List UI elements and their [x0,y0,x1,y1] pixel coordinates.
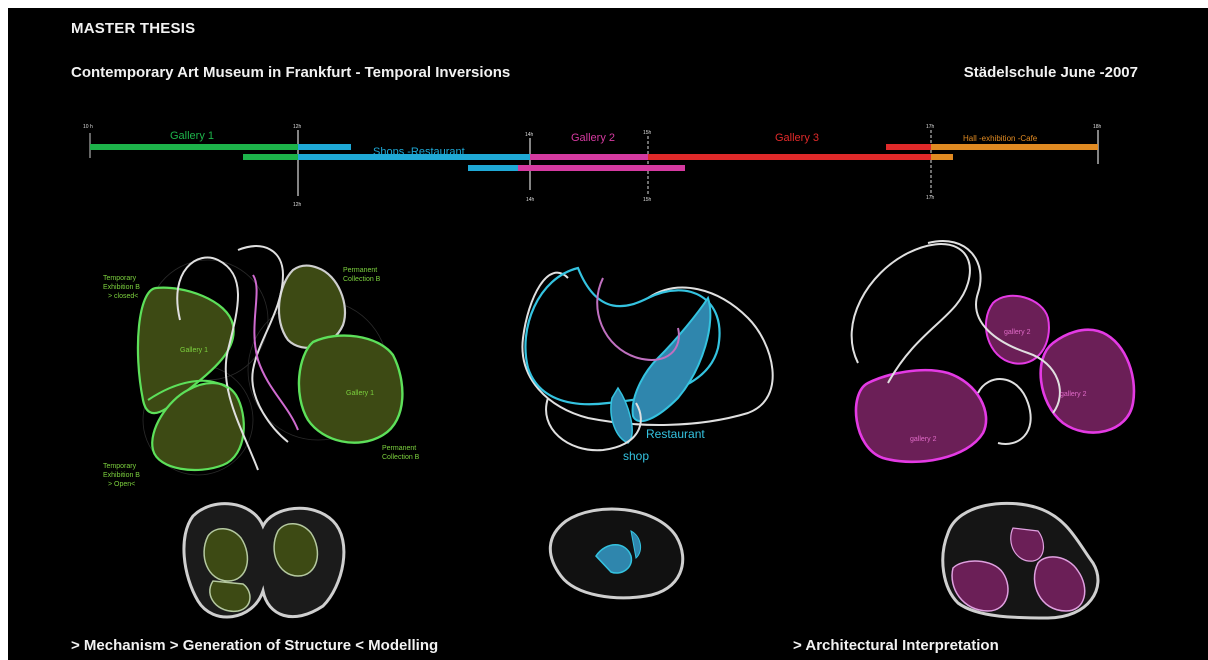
label-gallery1-b: Gallery 1 [346,390,374,397]
label-temp-closed-2: Exhibition B [103,284,140,291]
blob-restaurant [631,295,712,423]
label-perm-top-2: Collection B [343,276,381,283]
model2-shape-2 [630,530,642,559]
model-shops [548,507,685,600]
label-shops: Shops -Restaurant [373,146,465,158]
footer-mechanism: > Mechanism > Generation of Structure < … [71,637,439,654]
loop-white-big [521,271,774,426]
label-temp-open-1: Temporary [103,463,137,470]
strand-white-1 [176,256,259,471]
board-title: MASTER THESIS [71,20,196,37]
label-g2-left: gallery 2 [910,436,937,443]
blob-temp-exhibition-bottom [151,382,245,472]
label-gallery1: Gallery 1 [170,130,214,142]
label-restaurant: Restaurant [646,427,705,441]
bar-shops-second [298,154,530,160]
label-hall: Hall -exhibition -Cafe [963,134,1038,143]
label-perm-bottom-2: Collection B [382,454,420,461]
strand-green [147,379,229,401]
board-subtitle: Contemporary Art Museum in Frankfurt - T… [71,64,511,81]
label-temp-closed-3: > closed< [108,293,138,300]
board-date: Städelschule June -2007 [963,64,1138,81]
bar-shops-main [298,144,351,150]
loop-pink [596,277,680,361]
label-g2-right: gallery 2 [1060,391,1087,398]
tick-bottom-12: 12h [293,202,302,208]
bar-hall-second [931,154,953,160]
model3-pod-c [1010,527,1044,562]
diagram-shops: Restaurant shop [521,266,774,463]
tick-top-17: 17h [926,124,935,130]
tick-top-18: 18h [1093,124,1102,130]
label-temp-open-3: > Open< [108,481,135,488]
label-temp-closed-1: Temporary [103,275,137,282]
tick-top-14: 14h [525,132,534,138]
blob-gallery2-top [984,294,1050,365]
strand-white-b [927,240,1061,414]
thesis-board: MASTER THESIS Contemporary Art Museum in… [8,8,1208,660]
label-perm-bottom-1: Permanent [382,445,416,452]
label-temp-open-2: Exhibition B [103,472,140,479]
label-gallery2: Gallery 2 [571,132,615,144]
diagram-gallery1: Temporary Exhibition B > closed< Permane… [103,245,420,488]
diagram-gallery2: gallery 2 gallery 2 gallery 2 [850,240,1136,464]
tick-bottom-14: 14h [526,197,535,203]
tick-top-10: 10 h [83,124,93,130]
model3-pod-a [951,560,1009,612]
bar-hall-main [931,144,1098,150]
loop-white-2 [545,397,642,452]
label-g2-top: gallery 2 [1004,329,1031,336]
model2-shape [595,544,633,574]
blob-perm-top [277,264,347,349]
bar-gallery2-main [530,154,648,160]
model3-pod-b [1033,556,1086,612]
model-gallery1 [182,502,346,619]
label-gallery1-a: Gallery 1 [180,347,208,354]
model1-pod-a [203,528,249,582]
strand-white-a [850,243,971,384]
tick-bottom-15: 15h [643,197,652,203]
strand-white-c [977,378,1032,445]
bar-shops-third [468,165,530,171]
strand-white-2 [237,245,289,443]
tick-bottom-17: 17h [926,195,935,201]
bar-gallery3-top [886,144,931,150]
bar-gallery1-main [90,144,300,150]
label-shop: shop [623,449,649,463]
tick-top-12: 12h [293,124,302,130]
bar-gallery1-second [243,154,300,160]
blob-gallery2-right [1039,328,1136,434]
model-gallery2 [941,501,1100,620]
label-gallery3: Gallery 3 [775,132,819,144]
footer-architectural: > Architectural Interpretation [793,637,999,654]
blob-gallery2-left [854,368,988,464]
model1-pod-c [209,580,251,612]
blob-shop [610,386,633,444]
bar-gallery2-third [518,165,685,171]
bar-gallery3-main [648,154,931,160]
tick-top-15: 15h [643,130,652,136]
blob-perm-bottom [297,334,404,444]
model1-pod-b [273,523,319,577]
timeline: Gallery 1 Shops -Restaurant Gallery 2 Ga… [83,124,1102,208]
strand-pink [252,274,299,431]
label-perm-top-1: Permanent [343,267,377,274]
